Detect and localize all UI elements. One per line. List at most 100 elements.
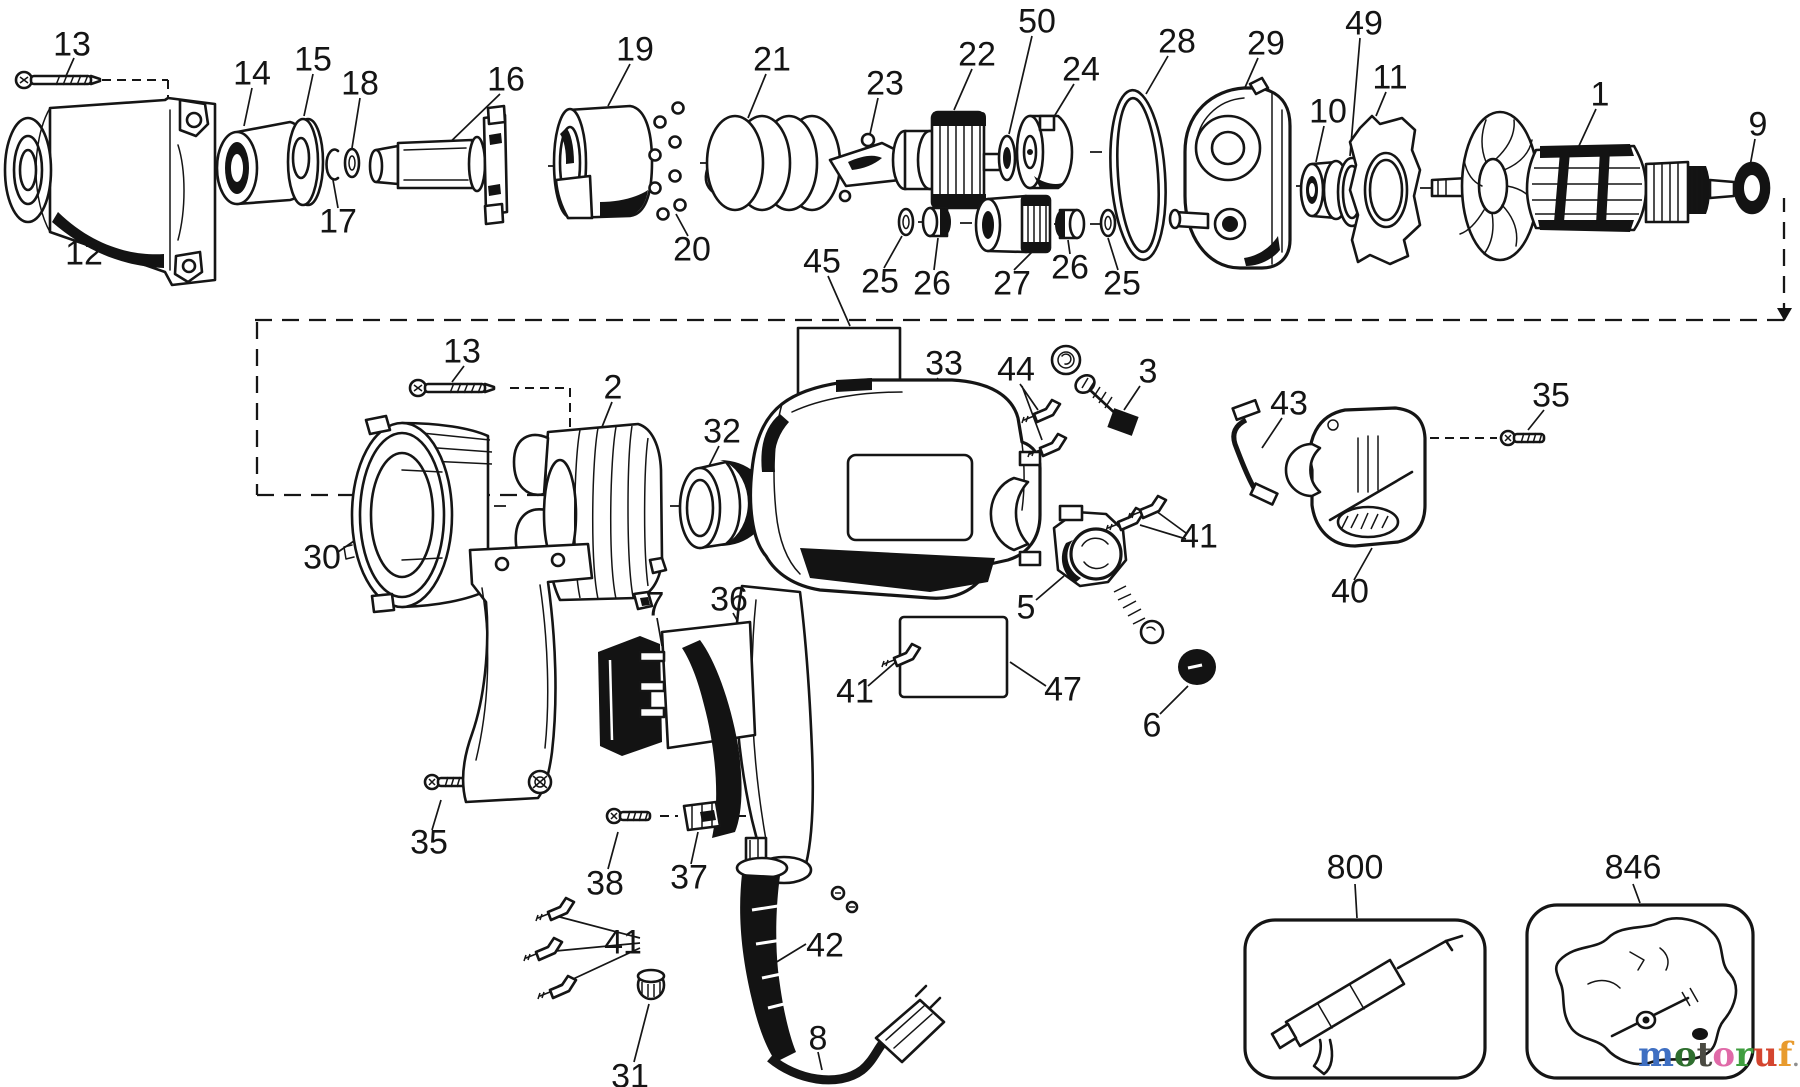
part-35-screw-left [423, 773, 470, 791]
watermark-letter: m [1638, 1035, 1674, 1075]
part-31-nut [636, 968, 666, 1001]
part-1-armature [1430, 110, 1736, 262]
part-9-bearing [1733, 161, 1771, 215]
part-label-22: 22 [958, 35, 996, 74]
part-27-gear-hub [974, 194, 1052, 254]
part-label-2: 2 [603, 368, 623, 407]
part-15-washer [286, 117, 325, 207]
part-25-ring-2 [1099, 208, 1117, 238]
part-label-846: 846 [1604, 848, 1662, 887]
part-label-15: 15 [294, 40, 332, 79]
part-23-ball [860, 132, 876, 148]
part-label-27: 27 [993, 264, 1031, 303]
part-label-35: 35 [1532, 376, 1570, 415]
part-33-motor-housing [748, 378, 1042, 600]
part-label-23: 23 [866, 64, 904, 103]
part-label-10: 10 [1309, 92, 1347, 131]
part-label-33: 33 [925, 344, 963, 383]
part-label-20: 20 [673, 230, 711, 269]
part-label-17: 17 [319, 202, 357, 241]
part-label-18: 18 [341, 64, 379, 103]
part-20-balls [648, 101, 687, 221]
part-29-gear-case-cover [1168, 76, 1292, 270]
part-19-hammer [552, 104, 654, 220]
part-label-6: 6 [1142, 706, 1162, 745]
part-2-field [512, 422, 668, 611]
part-label-41: 41 [1180, 517, 1218, 556]
part-8-cord-plug [767, 984, 946, 1085]
part-label-12: 12 [65, 234, 103, 273]
part-label-21: 21 [753, 40, 791, 79]
part-30-inertia-ring [343, 414, 493, 614]
part-25-ring [897, 207, 915, 237]
hardware-bag-icon [1554, 917, 1738, 1066]
watermark-letter: t [1696, 1035, 1713, 1075]
part-24-cam [1015, 114, 1074, 190]
part-label-1: 1 [1590, 75, 1610, 114]
grease-tube-icon [1270, 934, 1464, 1076]
part-label-30: 30 [303, 538, 341, 577]
part-label-8: 8 [808, 1019, 828, 1058]
part-6-cap [1178, 649, 1216, 685]
part-17-ring [325, 148, 340, 181]
part-38-screw [605, 807, 652, 825]
part-21-spring [704, 114, 842, 212]
part-label-11: 11 [1372, 58, 1408, 97]
part-16-anvil [368, 104, 509, 226]
kit-box-800 [1243, 918, 1487, 1080]
part-label-14: 14 [233, 54, 271, 93]
part-18-ring [343, 147, 361, 179]
part-label-50: 50 [1018, 2, 1056, 41]
part-label-28: 28 [1158, 22, 1196, 61]
part-35-screw-right [1499, 429, 1546, 447]
part-43-lead-wire [1231, 398, 1279, 506]
part-47-label-plate [898, 615, 1009, 699]
part-41-clip-l2 [522, 936, 564, 963]
watermark-letter: o [1673, 1035, 1697, 1075]
part-label-41: 41 [836, 672, 874, 711]
part-label-24: 24 [1062, 50, 1100, 89]
part-26-bushing [921, 206, 951, 238]
part-label-47: 47 [1044, 670, 1082, 709]
detent-spring-ball [1113, 585, 1165, 645]
part-label-26: 26 [913, 264, 951, 303]
part-label-32: 32 [703, 412, 741, 451]
part-3-brush [1074, 373, 1139, 436]
part-label-29: 29 [1247, 24, 1285, 63]
watermark-letter: o [1712, 1035, 1736, 1075]
part-36-trigger-switch [638, 620, 757, 838]
part-label-45: 45 [803, 242, 841, 281]
part-label-49: 49 [1345, 4, 1383, 43]
part-label-42: 42 [806, 926, 844, 965]
part-40-end-cap [1284, 406, 1427, 548]
part-5-reversing-socket [1052, 504, 1128, 588]
part-12-gear-case [3, 96, 217, 287]
part-label-35: 35 [410, 823, 448, 862]
part-41-clip-l1 [534, 896, 576, 923]
part-label-43: 43 [1270, 384, 1308, 423]
part-22-spindle-gear [828, 110, 1002, 210]
kit-box-846 [1525, 903, 1755, 1080]
part-label-40: 40 [1331, 572, 1369, 611]
part-44-brush-cap [1050, 344, 1082, 376]
part-label-41: 41 [604, 923, 642, 962]
part-28-gasket [1109, 88, 1167, 262]
part-label-36: 36 [710, 580, 748, 619]
part-label-9: 9 [1748, 105, 1768, 144]
part-label-3: 3 [1138, 352, 1158, 391]
part-41-clip-l3 [536, 974, 578, 1001]
watermark-letter: f [1777, 1035, 1793, 1075]
part-label-7: 7 [645, 585, 665, 624]
part-42-cord-guard [735, 836, 796, 1062]
part-label-44: 44 [997, 350, 1035, 389]
watermark-letter: u [1753, 1035, 1778, 1075]
leader-lines [63, 35, 1756, 1071]
part-13-screw [14, 70, 102, 90]
part-34-handle [461, 542, 594, 804]
part-label-25: 25 [861, 262, 899, 301]
part-label-800: 800 [1326, 848, 1384, 887]
watermark-letter: r [1735, 1035, 1753, 1075]
part-label-38: 38 [586, 864, 624, 903]
